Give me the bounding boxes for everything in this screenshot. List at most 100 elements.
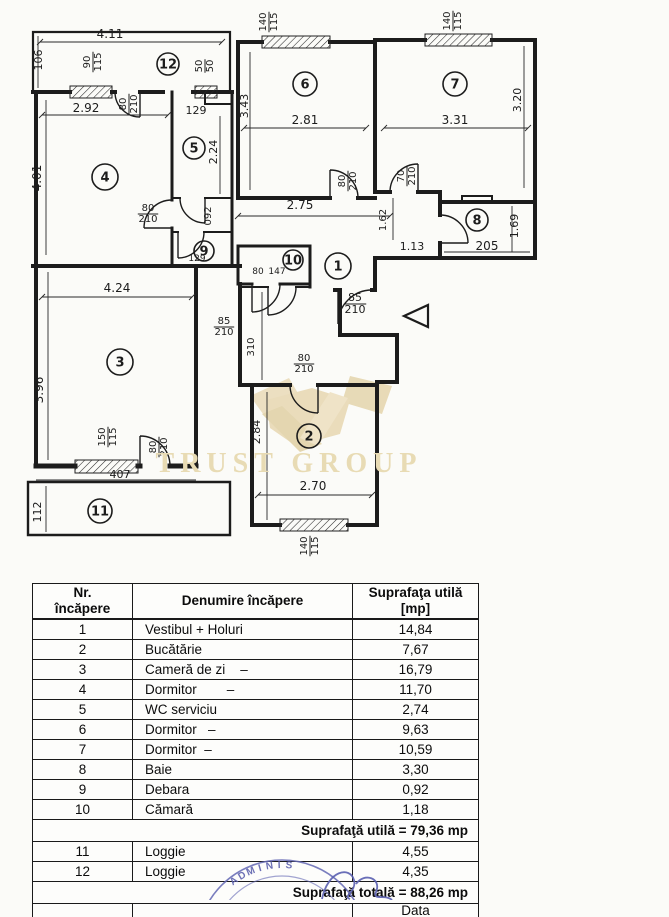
dim-label: 3.31 — [442, 113, 469, 127]
table-cell: Loggie — [133, 862, 353, 882]
dim-label: 2.84 — [250, 420, 263, 445]
room-number-8: 8 — [466, 209, 488, 231]
svg-text:80: 80 — [337, 175, 348, 188]
dim-label: 092 — [203, 206, 214, 225]
dim-label: 1.13 — [400, 240, 425, 253]
dim-label: 4.11 — [97, 27, 124, 41]
table-cell: 2 — [33, 640, 133, 660]
table-cell: 12 — [33, 862, 133, 882]
dim-label: 2.75 — [287, 198, 314, 212]
svg-text:1: 1 — [333, 260, 342, 275]
table-cell: 3,30 — [353, 760, 479, 780]
svg-text:115: 115 — [453, 11, 464, 30]
svg-text:2.81: 2.81 — [292, 113, 319, 127]
table-cell: Cameră de zi – — [133, 660, 353, 680]
dim-label: 1.62 — [378, 209, 389, 231]
summary-text: Suprafaţă utilă = 79,36 mp — [33, 820, 479, 842]
svg-text:6: 6 — [300, 78, 309, 93]
svg-text:2.24: 2.24 — [207, 140, 220, 165]
svg-text:12: 12 — [159, 58, 177, 73]
svg-text:2.70: 2.70 — [300, 479, 327, 493]
room-number-7: 7 — [443, 72, 467, 96]
svg-text:85: 85 — [218, 316, 231, 327]
table-cell: Data — [353, 904, 479, 917]
table-cell: 7 — [33, 740, 133, 760]
dim-label: 3.96 — [32, 377, 46, 404]
room-number-11: 11 — [88, 499, 112, 523]
svg-text:147: 147 — [268, 267, 285, 277]
table-cell — [133, 904, 353, 917]
svg-text:210: 210 — [345, 303, 366, 316]
room-number-4: 4 — [92, 164, 118, 190]
table-header: Nr.încăpere Denumire încăpere Suprafaţa … — [33, 584, 479, 620]
watermark-text: TRUST GROUP — [156, 448, 423, 479]
table-cell: 10 — [33, 800, 133, 820]
header-suprafata: Suprafaţa utilă[mp] — [353, 584, 479, 620]
dim-label: 3.20 — [511, 88, 524, 113]
svg-text:3.20: 3.20 — [511, 88, 524, 113]
dim-label: 205 — [476, 239, 499, 253]
table-cell: 5 — [33, 700, 133, 720]
svg-text:140: 140 — [442, 11, 453, 30]
svg-text:3.96: 3.96 — [32, 377, 46, 404]
table-cell: WC serviciu — [133, 700, 353, 720]
svg-text:210: 210 — [407, 166, 418, 185]
svg-text:210: 210 — [214, 327, 233, 338]
table-cell: 9,63 — [353, 720, 479, 740]
svg-text:210: 210 — [129, 94, 140, 113]
table-cell: 9 — [33, 780, 133, 800]
svg-text:90: 90 — [82, 56, 93, 69]
svg-text:11: 11 — [91, 505, 109, 520]
svg-text:1.69: 1.69 — [508, 214, 521, 239]
table-cell: 11,70 — [353, 680, 479, 700]
svg-text:407: 407 — [110, 468, 131, 481]
dim-label: 2.24 — [207, 140, 220, 165]
svg-text:9: 9 — [199, 245, 208, 260]
room-number-3: 3 — [107, 349, 133, 375]
summary-text: Suprafaţă totală = 88,26 mp — [33, 882, 479, 904]
dim-label: 310 — [246, 337, 257, 356]
svg-text:10: 10 — [284, 254, 302, 269]
table-cell: Cămară — [133, 800, 353, 820]
table-cell: 10,59 — [353, 740, 479, 760]
svg-text:3: 3 — [115, 356, 124, 371]
svg-text:112: 112 — [31, 502, 44, 523]
table-cell: Bucătărie — [133, 640, 353, 660]
table-cell: 4,35 — [353, 862, 479, 882]
dim-label: 2.92 — [73, 101, 100, 115]
svg-text:3.43: 3.43 — [238, 94, 251, 119]
svg-text:4.11: 4.11 — [97, 27, 124, 41]
table-cell: Loggie — [133, 842, 353, 862]
svg-text:205: 205 — [476, 239, 499, 253]
svg-text:140: 140 — [258, 12, 269, 31]
dim-label: 112 — [31, 502, 44, 523]
svg-text:115: 115 — [93, 52, 104, 71]
svg-text:8: 8 — [472, 214, 481, 229]
svg-text:150: 150 — [97, 427, 108, 446]
svg-text:50: 50 — [194, 60, 205, 73]
svg-text:4.24: 4.24 — [104, 281, 131, 295]
table-cell: Baie — [133, 760, 353, 780]
room-number-6: 6 — [293, 72, 317, 96]
room-number-5: 5 — [183, 137, 205, 159]
svg-text:106: 106 — [32, 50, 45, 71]
svg-text:80: 80 — [252, 267, 264, 277]
dim-label: 407 — [110, 468, 131, 481]
svg-text:7: 7 — [450, 78, 459, 93]
table-cell: Dormitor – — [133, 720, 353, 740]
